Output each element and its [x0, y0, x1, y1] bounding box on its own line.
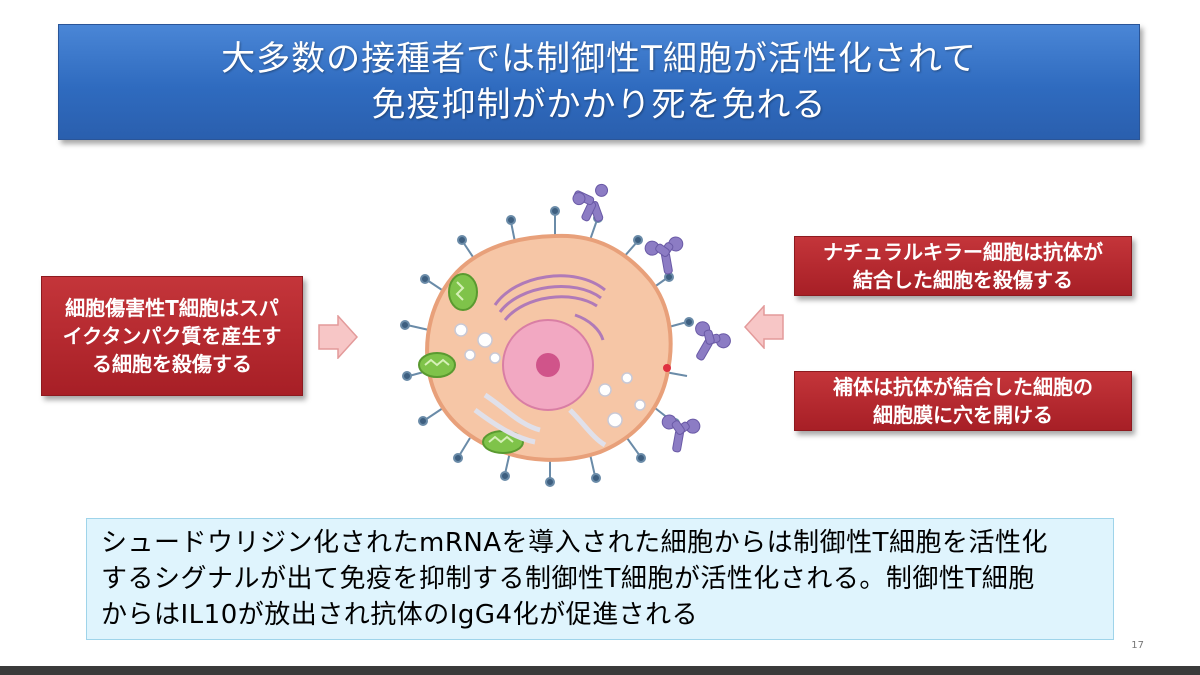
- er-icon: [473, 392, 607, 448]
- nk-cell-text-1: ナチュラルキラー細胞は抗体が: [823, 240, 1103, 264]
- cytotoxic-t-cell-text-1: 細胞傷害性T細胞はスパ: [65, 296, 279, 320]
- complement-box: 補体は抗体が結合した細胞の 細胞膜に穴を開ける: [794, 371, 1132, 431]
- left-arrow-icon: [744, 305, 784, 349]
- complement-text-1: 補体は抗体が結合した細胞の: [833, 375, 1093, 399]
- explanation-line-3: からはIL10が放出され抗体のIgG4化が促進される: [101, 600, 699, 630]
- right-arrow-icon: [318, 315, 358, 359]
- explanation-box: シュードウリジン化されたmRNAを導入された細胞からは制御性T細胞を活性化 する…: [86, 518, 1114, 640]
- slide-title-line-2: 免疫抑制がかかり死を免れる: [371, 85, 827, 125]
- cytotoxic-t-cell-box: 細胞傷害性T細胞はスパ イクタンパク質を産生す る細胞を殺傷する: [41, 276, 303, 396]
- mitochondria-icon: [418, 273, 524, 454]
- nucleolus-icon: [536, 353, 560, 377]
- page-number: 17: [1131, 640, 1144, 651]
- nk-cell-text-2: 結合した細胞を殺傷する: [853, 268, 1073, 292]
- golgi-icon: [493, 274, 606, 341]
- cytotoxic-t-cell-text-2: イクタンパク質を産生す: [62, 324, 282, 348]
- footer-bar: [0, 666, 1200, 675]
- pore-marker: [663, 364, 671, 372]
- vesicles-icon: [454, 323, 646, 428]
- antibody-icon: [572, 183, 731, 453]
- nk-cell-box: ナチュラルキラー細胞は抗体が 結合した細胞を殺傷する: [794, 236, 1132, 296]
- explanation-line-2: するシグナルが出て免疫を抑制する制御性T細胞が活性化される。制御性T細胞: [101, 564, 1035, 594]
- slide-title-banner: 大多数の接種者では制御性T細胞が活性化されて 免疫抑制がかかり死を免れる: [58, 24, 1140, 140]
- cytotoxic-t-cell-text-3: る細胞を殺傷する: [92, 352, 252, 376]
- slide-title-line-1: 大多数の接種者では制御性T細胞が活性化されて: [221, 39, 977, 79]
- cell-icon: [400, 183, 731, 487]
- explanation-line-1: シュードウリジン化されたmRNAを導入された細胞からは制御性T細胞を活性化: [101, 528, 1049, 558]
- complement-text-2: 細胞膜に穴を開ける: [873, 403, 1053, 427]
